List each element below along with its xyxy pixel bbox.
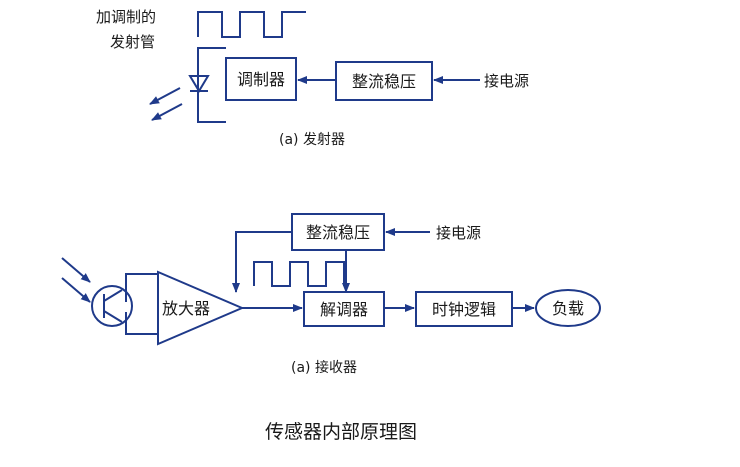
phototransistor-symbol — [91, 285, 133, 327]
tx-rectifier-label: 整流稳压 — [352, 72, 416, 91]
rx-rectifier-box — [291, 213, 385, 251]
receiver-section: 放大器 整流稳压 接电源 解调器 时钟逻辑 负载 (a) 接收器 — [61, 213, 601, 376]
load-ellipse — [535, 289, 601, 327]
clock-logic-label: 时钟逻辑 — [432, 300, 496, 319]
incoming-light-arrows — [61, 257, 91, 303]
emitter-diode-symbol — [188, 75, 210, 93]
transmitter-pulse-waveform — [197, 11, 306, 38]
rx-power-label: 接电源 — [436, 224, 481, 242]
demodulator-box — [303, 291, 385, 327]
clock-logic-box — [415, 291, 513, 327]
demodulator-label: 解调器 — [320, 300, 368, 319]
transmitter-section: 加调制的 发射管 调制器 整流稳压 接电源 (a) 发射器 — [96, 8, 529, 148]
rx-rectifier-label: 整流稳压 — [306, 223, 370, 242]
receiver-pulse-waveform — [253, 261, 345, 287]
wire-rectifier-to-amplifier — [232, 231, 292, 293]
load-label: 负载 — [552, 299, 584, 318]
amplifier-label: 放大器 — [162, 299, 210, 318]
modulator-box — [225, 57, 297, 101]
emitter-circuit-outline — [197, 47, 226, 123]
figure-title: 传感器内部原理图 — [265, 421, 417, 443]
modulated-signal-label-line2: 发射管 — [110, 33, 155, 51]
tx-rectifier-box — [335, 61, 433, 101]
receiver-caption: (a) 接收器 — [291, 359, 357, 376]
modulated-signal-label-line1: 加调制的 — [96, 8, 156, 26]
tx-power-label: 接电源 — [484, 72, 529, 90]
transmitter-caption: (a) 发射器 — [279, 132, 345, 148]
modulator-label: 调制器 — [237, 70, 285, 89]
amplifier-triangle — [157, 270, 245, 346]
emitted-light-arrows — [149, 87, 183, 121]
phototransistor-housing — [125, 273, 163, 302]
